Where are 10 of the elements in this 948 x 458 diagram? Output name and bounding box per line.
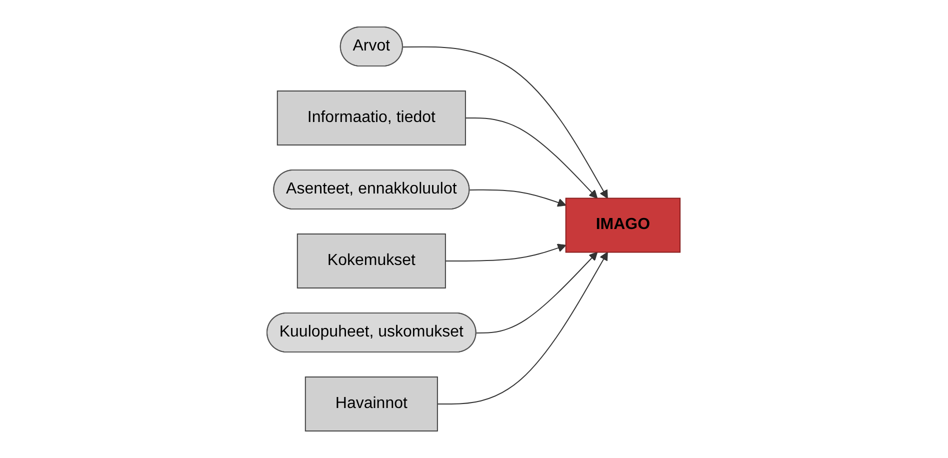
arrow <box>445 244 567 262</box>
arrow <box>476 252 598 334</box>
node-box: Havainnot <box>305 376 438 432</box>
node-box: Informaatio, tiedot <box>277 90 466 146</box>
node-box: Kokemukset <box>297 234 446 288</box>
arrow <box>437 252 608 404</box>
arrow <box>470 189 567 207</box>
node-box: IMAGO <box>566 198 682 253</box>
arrow <box>465 118 598 199</box>
arrow <box>402 46 608 199</box>
